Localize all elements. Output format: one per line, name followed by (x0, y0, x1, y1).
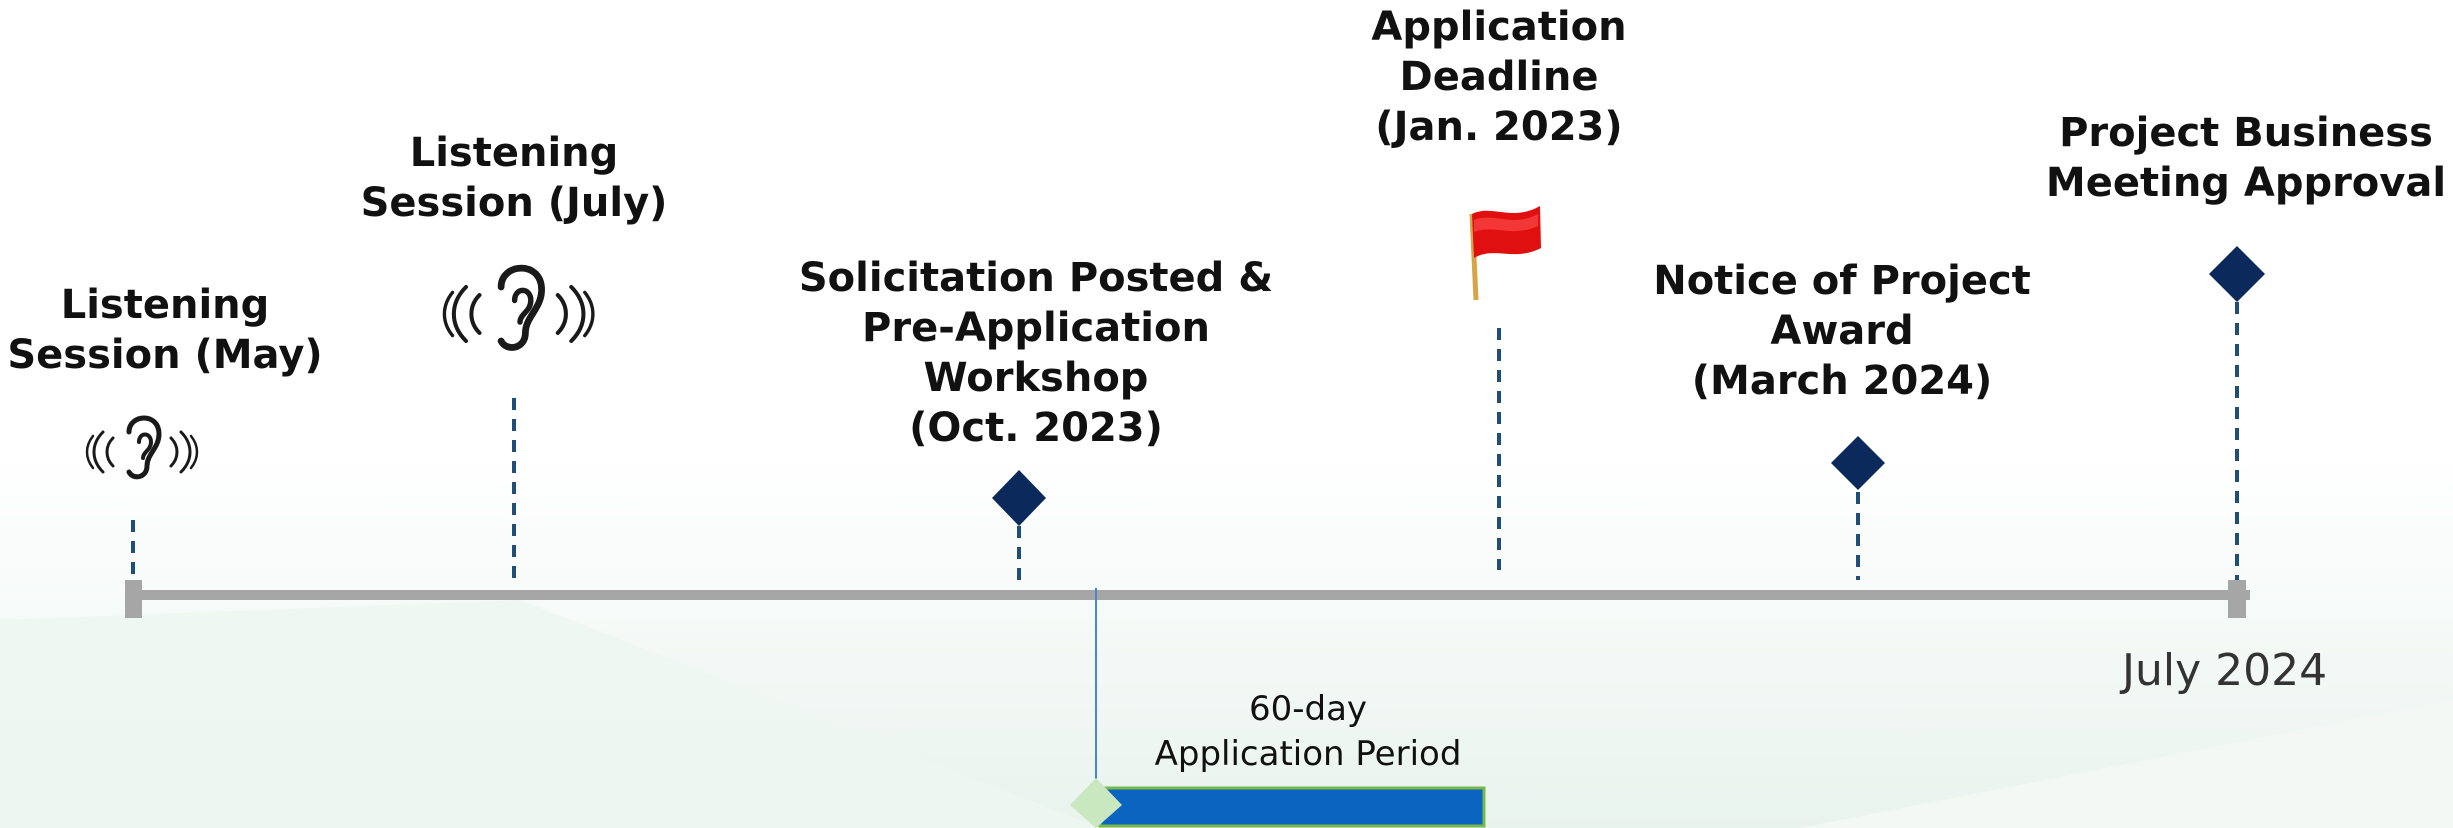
ear-icon (442, 264, 595, 351)
timeline-axis (125, 590, 2250, 600)
milestone-label-approval: Project Business Meeting Approval (2045, 110, 2447, 206)
application-period-bar (1098, 786, 1486, 828)
period-start-diamond (1070, 778, 1122, 828)
ear-icon (85, 415, 199, 480)
diamond-marker-approval (2209, 246, 2265, 302)
timeline-end-cap (2228, 580, 2246, 618)
diamond-marker-oct (992, 470, 1046, 526)
dashed-connectors (131, 302, 2239, 588)
flag-icon (1469, 206, 1541, 301)
timeline-start-cap (125, 580, 142, 618)
milestone-label-may: Listening Session (May) (7, 282, 323, 378)
application-period-label: 60-day Application Period (1154, 689, 1462, 774)
end-date-label: July 2024 (2122, 645, 2328, 696)
milestone-label-oct: Solicitation Posted & Pre-Application Wo… (798, 255, 1274, 451)
diamond-marker-march (1831, 436, 1885, 490)
milestone-label-july: Listening Session (July) (360, 130, 668, 226)
milestone-label-march: Notice of Project Award (March 2024) (1653, 258, 2031, 404)
milestone-label-jan: Application Deadline (Jan. 2023) (1371, 4, 1627, 150)
